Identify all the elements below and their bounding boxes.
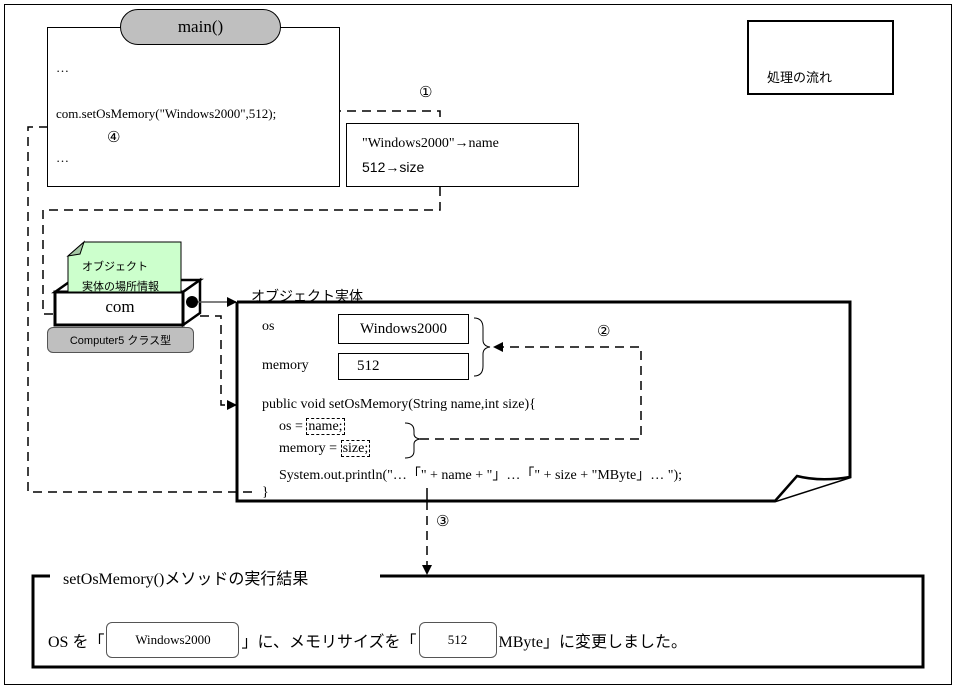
assign-os-lhs: os = (279, 419, 307, 434)
code-ellipsis-bottom: … (56, 150, 69, 165)
reference-variable-name: com (105, 297, 135, 316)
reference-note: オブジェクト 実体の場所情報 (68, 240, 181, 293)
diagram-frame (4, 4, 952, 685)
result-frame (31, 574, 925, 669)
note-line-2: 実体の場所情報 (82, 281, 159, 293)
result-os-value: Windows2000 (106, 622, 240, 658)
assign-memory-lhs: memory = (279, 441, 341, 456)
note-shape (66, 240, 182, 293)
result-title: setOsMemory()メソッドの実行結果 (55, 565, 317, 589)
flow-step4 (27, 122, 252, 493)
field-memory-value: 512 (338, 353, 469, 380)
step-2-label: ② (597, 322, 611, 340)
step-3-label: ③ (436, 512, 450, 530)
reference-dot (186, 296, 198, 308)
flow-param-to-com (42, 187, 441, 315)
flow-step2 (420, 342, 642, 440)
method-close-brace: } (262, 485, 269, 500)
legend-box: 処理の流れ (747, 20, 894, 95)
object-body-shape (235, 300, 852, 503)
note-line-1: オブジェクト (82, 261, 148, 273)
object-instance-caption: オブジェクト実体 (251, 288, 363, 304)
field-os-label: os (262, 319, 275, 334)
assign-memory-line: memory = size; (279, 440, 371, 457)
field-memory-label: memory (262, 358, 309, 373)
result-message: OS を「 Windows2000 」に、メモリサイズを「 512 MByte」… (48, 622, 687, 658)
flow-step1 (332, 110, 441, 123)
code-ellipsis-top: … (56, 60, 69, 75)
parameter-passing-box: "Windows2000"→name 512→size (346, 123, 579, 187)
step-1-label: ① (419, 83, 433, 101)
legend-label: 処理の流れ (767, 70, 833, 85)
step-4-label: ④ (107, 128, 121, 146)
method-signature: public void setOsMemory(String name,int … (262, 397, 536, 412)
assign-os-rhs: name; (306, 418, 345, 435)
flow-com-to-method (200, 315, 237, 410)
param-size-line: 512→size (362, 159, 425, 175)
field-os-value: Windows2000 (338, 314, 469, 344)
assign-os-line: os = name; (279, 418, 345, 435)
println-line: System.out.println("…「" + name + "」…「" +… (279, 468, 683, 483)
result-suffix: MByte」に変更しました。 (498, 634, 687, 651)
code-method-call: com.setOsMemory("Windows2000",512); (56, 106, 277, 121)
field-brace (473, 317, 491, 377)
result-memory-value: 512 (418, 622, 497, 658)
result-middle: 」に、メモリサイズを「 (241, 634, 417, 651)
main-title: main() (120, 9, 281, 45)
assign-memory-rhs: size; (340, 440, 371, 457)
result-prefix: OS を「 (48, 634, 105, 651)
param-name-line: "Windows2000"→name (362, 136, 499, 151)
class-type-badge: Computer5 クラス型 (47, 327, 194, 353)
main-method-block: … com.setOsMemory("Windows2000",512); … (47, 27, 340, 187)
